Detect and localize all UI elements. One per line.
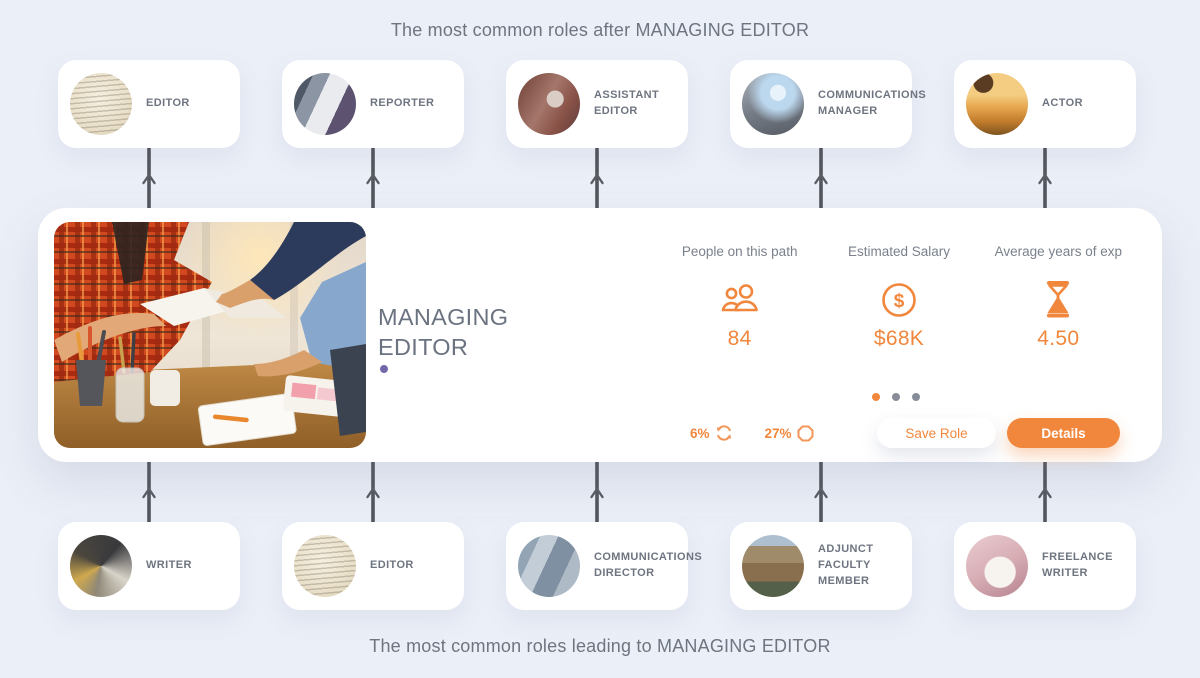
hourglass-icon bbox=[979, 279, 1138, 321]
role-card-freelance-writer[interactable]: FREELANCE WRITER bbox=[954, 522, 1136, 610]
pagination-dot[interactable] bbox=[892, 393, 900, 401]
role-label: FREELANCE WRITER bbox=[1042, 551, 1113, 579]
role-label: WRITER bbox=[146, 559, 192, 572]
pagination-dot[interactable] bbox=[872, 393, 880, 401]
details-button[interactable]: Details bbox=[1007, 418, 1120, 448]
stats-row: People on this path 84 Estimated Salary bbox=[660, 244, 1138, 351]
editor-avatar bbox=[70, 73, 132, 135]
octagon-icon bbox=[797, 425, 814, 441]
role-label: ASSISTANT EDITOR bbox=[594, 89, 660, 117]
managing-editor-card: MANAGING EDITOR People on this path 84 E… bbox=[38, 208, 1162, 462]
stat-estimated-salary: Estimated Salary $ $68K bbox=[819, 244, 978, 351]
up-arrow-connector bbox=[1038, 462, 1052, 522]
salary-value: $68K bbox=[873, 327, 925, 350]
stat-label: Average years of exp bbox=[994, 244, 1122, 259]
up-arrow-connector bbox=[814, 148, 828, 208]
role-label: REPORTER bbox=[370, 97, 435, 110]
up-arrow-connector bbox=[1038, 148, 1052, 208]
center-role-title: MANAGING EDITOR bbox=[378, 304, 509, 360]
up-arrow-connector bbox=[366, 462, 380, 522]
growth-metric: 27% bbox=[765, 425, 814, 442]
role-card-assistant-editor[interactable]: ASSISTANT EDITOR bbox=[506, 60, 688, 148]
metric-value: 6% bbox=[690, 425, 710, 441]
svg-text:$: $ bbox=[894, 291, 905, 312]
pagination-dot[interactable] bbox=[912, 393, 920, 401]
role-label: EDITOR bbox=[146, 97, 190, 110]
carousel-pagination bbox=[872, 393, 920, 401]
role-label: ADJUNCT FACULTY MEMBER bbox=[818, 543, 874, 587]
office-scene-illustration bbox=[54, 222, 366, 448]
role-card-communications-manager[interactable]: COMMUNICATIONS MANAGER bbox=[730, 60, 927, 148]
role-card-adjunct-faculty-member[interactable]: ADJUNCT FACULTY MEMBER bbox=[730, 522, 912, 610]
experience-value: 4.50 bbox=[1037, 327, 1080, 350]
stat-label: Estimated Salary bbox=[847, 244, 951, 259]
save-role-button[interactable]: Save Role bbox=[877, 418, 996, 448]
role-label: EDITOR bbox=[370, 559, 414, 572]
editor-avatar bbox=[294, 535, 356, 597]
communications-manager-avatar bbox=[742, 73, 804, 135]
people-count: 84 bbox=[727, 327, 752, 350]
up-arrow-connector bbox=[142, 462, 156, 522]
up-arrow-connector bbox=[366, 148, 380, 208]
role-label: COMMUNICATIONS DIRECTOR bbox=[594, 551, 703, 579]
communications-director-avatar bbox=[518, 535, 580, 597]
title-marker-dot bbox=[380, 365, 388, 373]
stat-average-experience: Average years of exp 4.50 bbox=[979, 244, 1138, 351]
assistant-editor-avatar bbox=[518, 73, 580, 135]
up-arrow-connector bbox=[590, 462, 604, 522]
metrics-row: 6% 27% bbox=[690, 424, 814, 442]
role-card-editor-leading[interactable]: EDITOR bbox=[282, 522, 464, 610]
managing-editor-photo bbox=[54, 222, 366, 448]
adjunct-faculty-avatar bbox=[742, 535, 804, 597]
freelance-writer-avatar bbox=[966, 535, 1028, 597]
role-card-reporter[interactable]: REPORTER bbox=[282, 60, 464, 148]
dollar-coin-icon: $ bbox=[819, 279, 978, 321]
people-icon bbox=[660, 279, 819, 321]
role-card-actor[interactable]: ACTOR bbox=[954, 60, 1136, 148]
sync-icon bbox=[716, 425, 731, 441]
role-card-editor-after[interactable]: EDITOR bbox=[58, 60, 240, 148]
actor-avatar bbox=[966, 73, 1028, 135]
writer-avatar bbox=[70, 535, 132, 597]
role-label: COMMUNICATIONS MANAGER bbox=[818, 89, 927, 117]
up-arrow-connector bbox=[814, 462, 828, 522]
roles-after-title: The most common roles after MANAGING EDI… bbox=[390, 20, 810, 40]
up-arrow-connector bbox=[590, 148, 604, 208]
reporter-avatar bbox=[294, 73, 356, 135]
role-card-writer[interactable]: WRITER bbox=[58, 522, 240, 610]
roles-leading-title: The most common roles leading to MANAGIN… bbox=[369, 636, 831, 656]
role-label: ACTOR bbox=[1042, 97, 1083, 110]
turnover-metric: 6% bbox=[690, 424, 733, 442]
stat-label: People on this path bbox=[681, 244, 798, 259]
up-arrow-connector bbox=[142, 148, 156, 208]
role-card-communications-director[interactable]: COMMUNICATIONS DIRECTOR bbox=[506, 522, 703, 610]
stat-people-on-path: People on this path 84 bbox=[660, 244, 819, 351]
metric-value: 27% bbox=[764, 425, 792, 441]
